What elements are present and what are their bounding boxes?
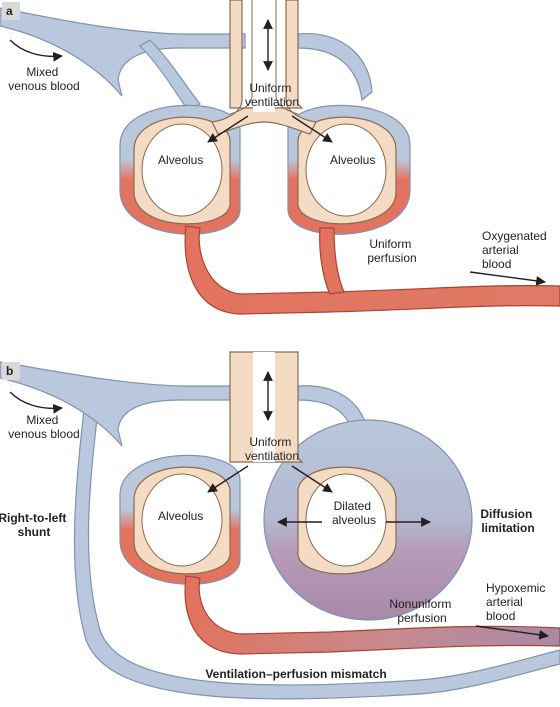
arterial-branch-right-a	[319, 227, 345, 295]
panel-tag-b: b	[6, 364, 13, 378]
hypoxemic-blood-label-b: Hypoxemic arterial blood	[486, 581, 549, 623]
venous-vessel-a	[0, 7, 246, 97]
uniform-ventilation-label-a: Uniform ventilation	[245, 81, 299, 109]
ventilation-arrow-right-a	[291, 115, 333, 143]
venous-flow-arrow-a	[9, 39, 63, 62]
venous-branch-right-a	[297, 33, 373, 102]
arterial-flow-arrow-a	[469, 271, 546, 286]
panel-tag-box-a	[2, 2, 20, 20]
alveolus-lumen-right-a	[305, 123, 387, 217]
nonuniform-perfusion-label-b: Nonuniform perfusion	[389, 597, 454, 625]
mixed-venous-label-a: Mixed venous blood	[8, 65, 79, 93]
shunt-vessel-b	[73, 391, 560, 700]
alveolus-left-label-a: Alveolus	[158, 153, 203, 167]
airway-a	[211, 0, 317, 135]
alveolus-lumen-left-b	[141, 473, 223, 567]
right-to-left-shunt-label-b: Right-to-left shunt	[0, 511, 70, 539]
panel-tag-a: a	[6, 4, 13, 18]
venous-vessel-b	[0, 361, 246, 447]
alveolus-lumen-right-b	[305, 473, 387, 567]
airway-lumen-line-a	[229, 0, 299, 115]
vq-mismatch-label-b: Ventilation–perfusion mismatch	[205, 667, 386, 681]
alveolus-lumen-left-a	[141, 123, 223, 217]
alveolus-right-label-a: Alveolus	[330, 153, 375, 167]
oxygenated-blood-label-a: Oxygenated arterial blood	[482, 229, 550, 271]
uniform-ventilation-label-b: Uniform ventilation	[245, 435, 299, 463]
panel-a: a Mixed venous blood Uniform ventilation…	[0, 0, 560, 315]
ventilation-arrow-left-a	[207, 115, 249, 143]
venous-flow-arrow-b	[9, 391, 63, 414]
ventilation-arrow-right-b	[291, 465, 333, 493]
alveolus-left-label-b: Alveolus	[158, 509, 203, 523]
arterial-flow-arrow-b	[475, 625, 549, 640]
venous-branch-left-a	[139, 39, 201, 111]
diffusion-limitation-label-b: Diffusion limitation	[480, 507, 535, 535]
panel-tag-box-b	[2, 362, 20, 380]
dilated-alveolus-label-b: Dilated alveolus	[332, 499, 376, 527]
uniform-perfusion-label-a: Uniform perfusion	[367, 237, 416, 265]
panel-b: b Mixed venous blood Uniform ventilation…	[0, 351, 560, 700]
mixed-venous-label-b: Mixed venous blood	[8, 413, 79, 441]
ventilation-arrow-left-b	[207, 465, 249, 493]
